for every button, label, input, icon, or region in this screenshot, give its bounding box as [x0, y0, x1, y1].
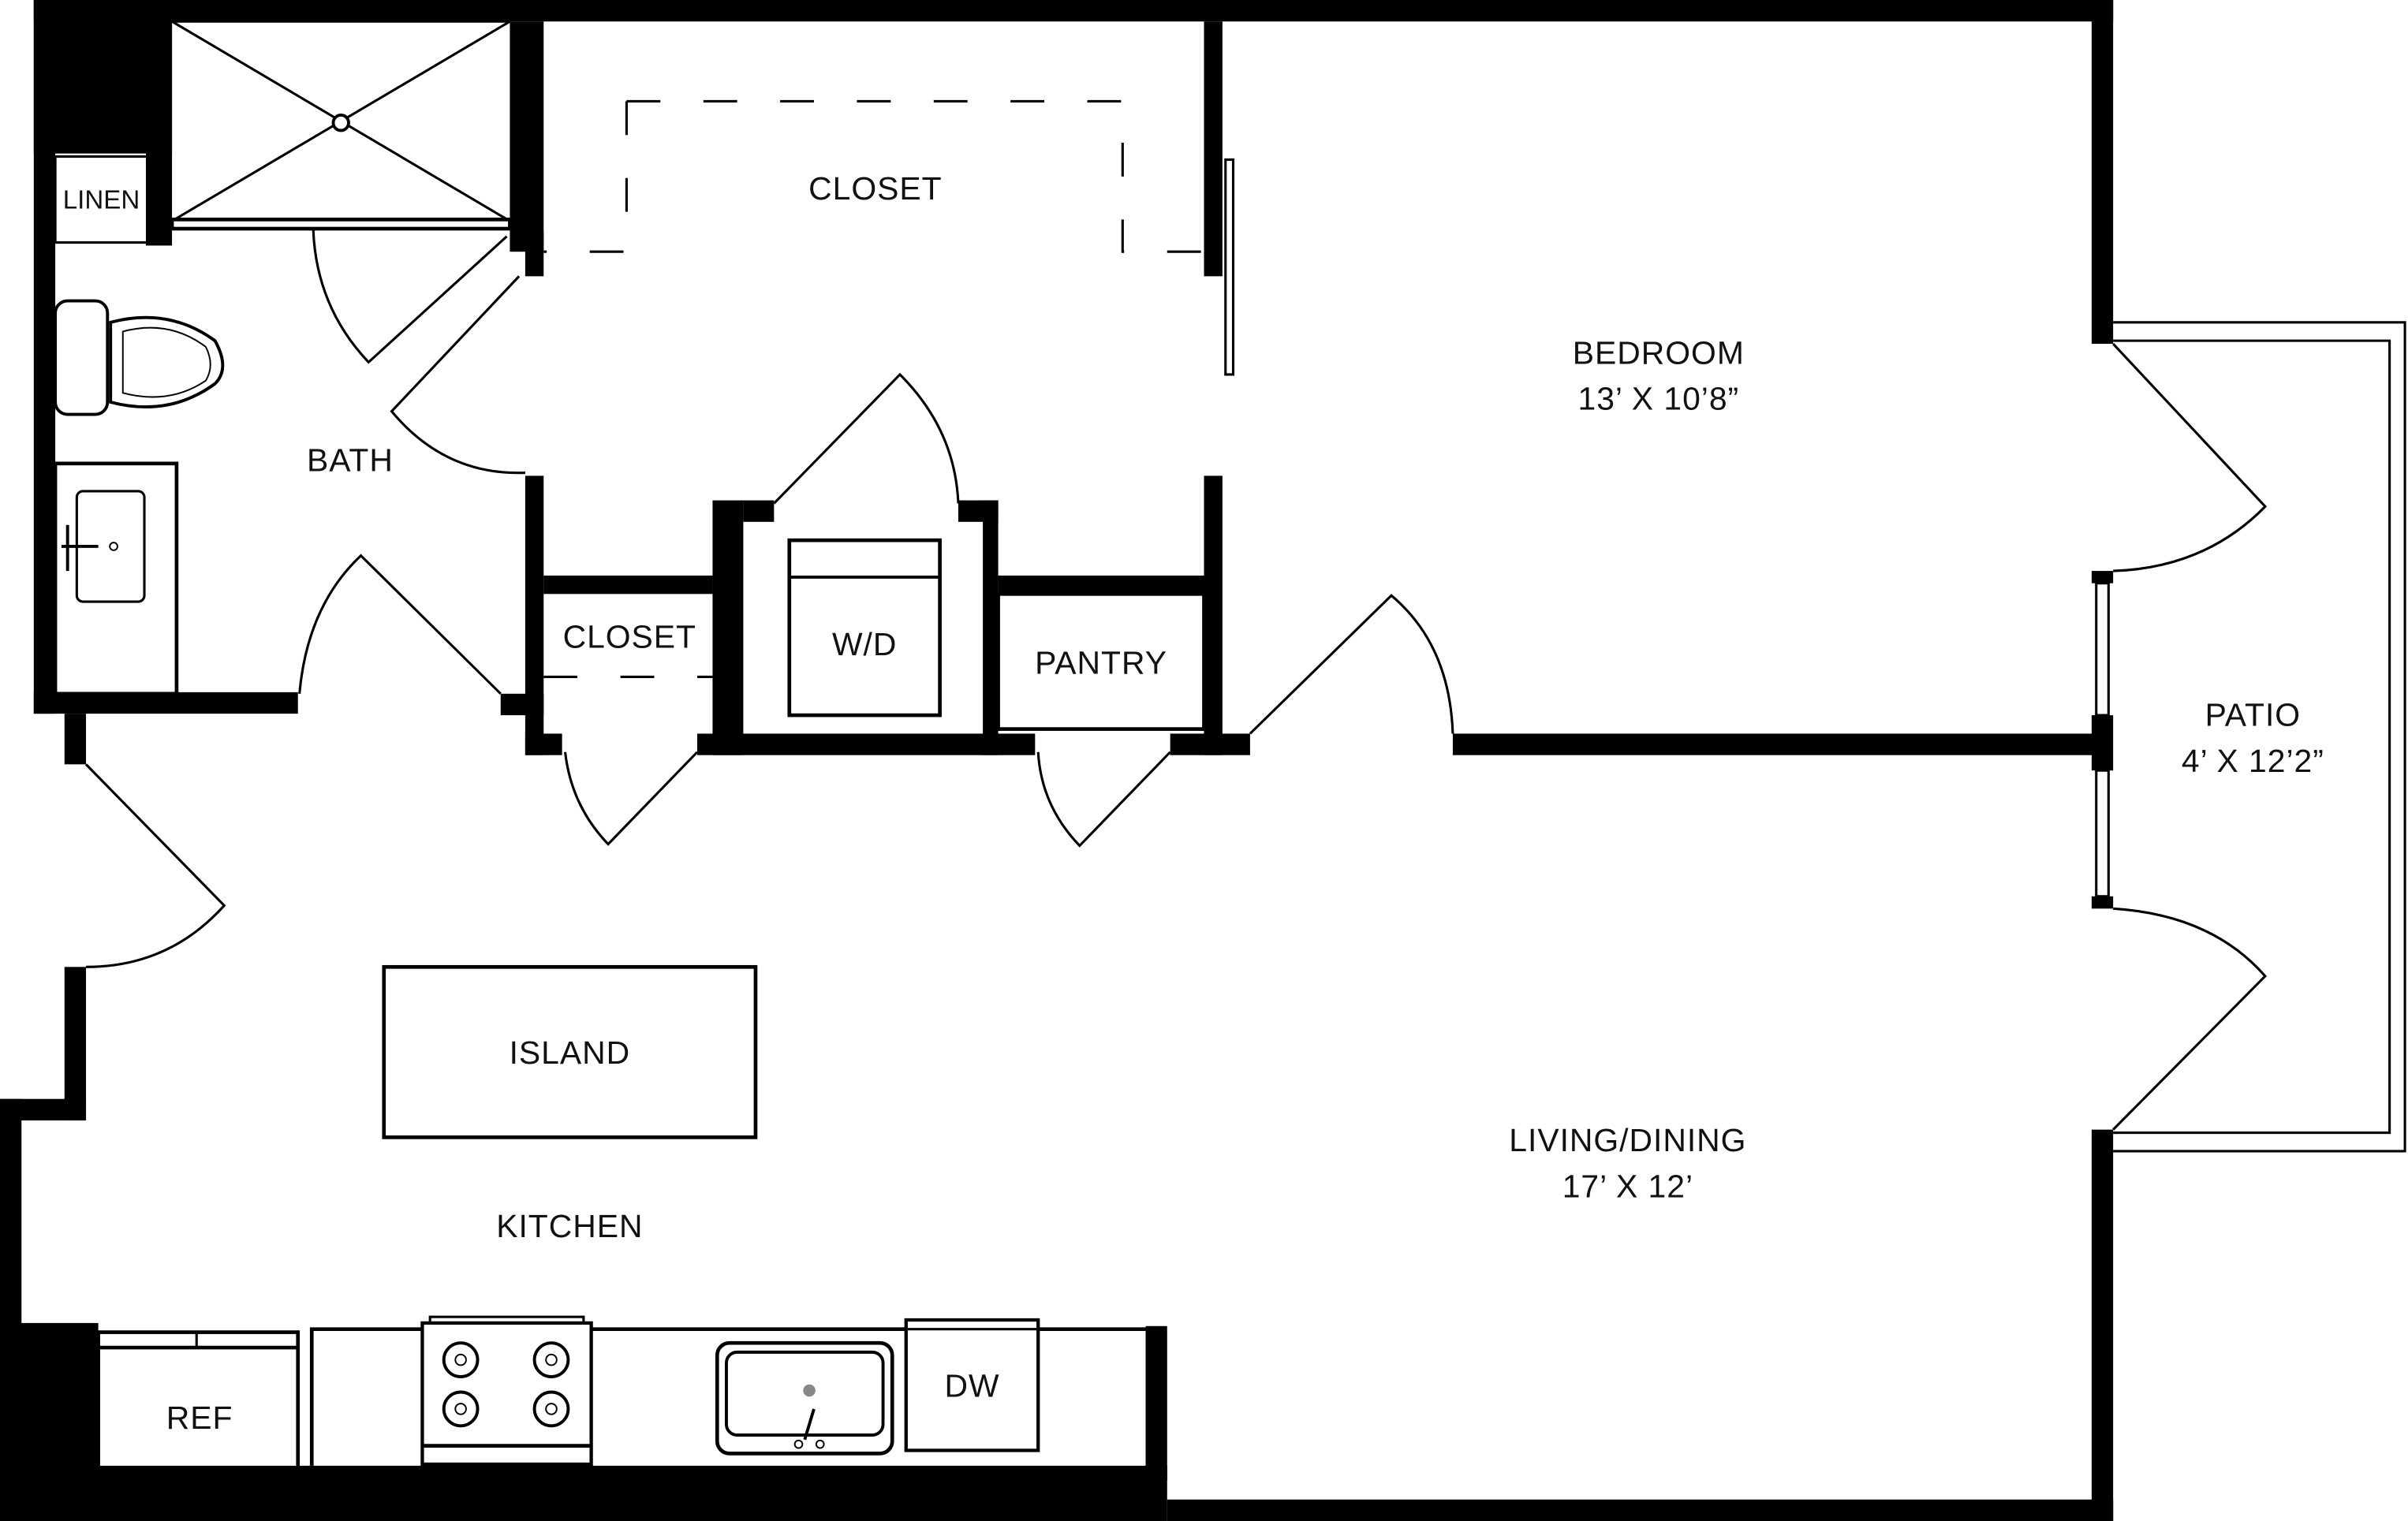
- room-labels: CLOSET BATH BEDROOM 13’ X 10’8” CLOSET W…: [166, 170, 2324, 1436]
- range: [420, 1315, 593, 1467]
- linen-label: LINEN: [63, 186, 140, 215]
- interior-walls: [145, 21, 2098, 755]
- patio-railing: [2095, 321, 2406, 1153]
- door-swings: [84, 158, 2268, 1131]
- vanity-sink: [53, 461, 179, 696]
- bath-label: BATH: [307, 442, 394, 479]
- kitchen-counter: [96, 1315, 1146, 1491]
- pantry-label: PANTRY: [1035, 645, 1167, 681]
- linen-cabinet: [54, 155, 149, 244]
- bedroom-dims: 13’ X 10’8”: [1578, 381, 1740, 417]
- closet-main-label: CLOSET: [808, 170, 942, 207]
- dishwasher: [904, 1318, 1040, 1452]
- island-label: ISLAND: [510, 1035, 631, 1071]
- pantry-shelf: [996, 591, 1206, 731]
- toilet-icon: [54, 299, 225, 416]
- refrigerator-label: REF: [166, 1400, 233, 1436]
- kitchen-label: KITCHEN: [496, 1208, 643, 1244]
- dishwasher-label: DW: [944, 1367, 999, 1404]
- island: [382, 964, 758, 1139]
- sink-drain-icon: [803, 1384, 816, 1397]
- shower-drain-icon: [331, 114, 350, 132]
- kitchen-sink: [715, 1340, 894, 1456]
- washer-dryer-label: W/D: [832, 626, 897, 662]
- living-dining-label: LIVING/DINING: [1509, 1122, 1746, 1158]
- washer-dryer: [787, 538, 942, 718]
- bedroom-label: BEDROOM: [1573, 334, 1745, 371]
- living-dining-dims: 17’ X 12’: [1562, 1168, 1693, 1204]
- patio-label: PATIO: [2205, 697, 2301, 733]
- burner-icon: [442, 1341, 570, 1428]
- refrigerator: [96, 1330, 301, 1491]
- exterior-walls: [0, 0, 2114, 1521]
- closet-hall-label: CLOSET: [563, 618, 696, 654]
- closet-dashed-lines: [543, 99, 1204, 678]
- shower: [170, 20, 512, 231]
- patio-dims: 4’ X 12’2”: [2182, 743, 2324, 779]
